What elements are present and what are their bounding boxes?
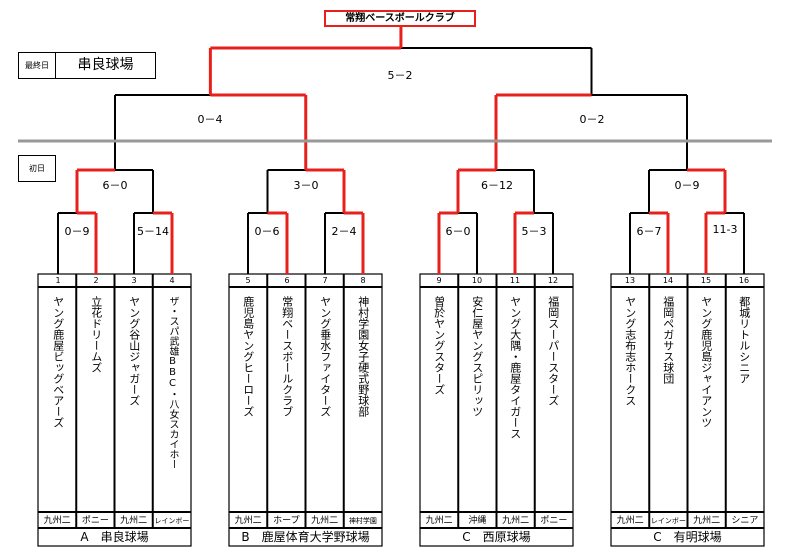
score-semi-right: 0－2 (579, 113, 605, 126)
team-number-12: 12 (547, 276, 559, 285)
score-r1-3: 0－6 (254, 225, 280, 238)
team-name-4: ザ・スパ武雄BBC・八女スカイホー (167, 296, 178, 469)
team-name-1: ヤング鹿屋ビッグベアーズ (51, 296, 65, 428)
score-qf-d: 0－9 (674, 179, 700, 192)
team-number-11: 11 (509, 276, 521, 285)
venue-a: A 串良球場 (80, 530, 149, 544)
team-name-6: 常翔ベースボールクラブ (280, 296, 294, 417)
score-qf-c: 6－12 (481, 179, 513, 192)
team-league-2: ポニー (81, 516, 109, 526)
team-number-15: 15 (700, 276, 712, 285)
team-number-1: 1 (55, 276, 61, 285)
score-final: 5－2 (387, 69, 413, 82)
team-number-14: 14 (662, 276, 674, 285)
team-name-13: ヤング志布志ホークス (623, 296, 637, 406)
final-day-venue: 串良球場 (55, 52, 156, 79)
champion-box: 常翔ベースボールクラブ (324, 10, 476, 27)
team-number-10: 10 (471, 276, 483, 285)
score-r1-7: 6－7 (636, 225, 662, 238)
team-league-6: ホープ (273, 516, 300, 526)
team-league-13: 九州二 (616, 516, 644, 526)
score-r1-8: 11-3 (712, 223, 738, 236)
team-name-12: 福岡スーパースターズ (546, 296, 560, 406)
team-name-15: ヤング鹿児島ジャイアンツ (699, 296, 713, 428)
team-number-9: 9 (436, 276, 442, 285)
team-name-8: 神村学園女子硬式野球部 (356, 296, 370, 417)
team-league-5: 九州二 (234, 516, 262, 526)
team-league-10: 沖縄 (468, 516, 487, 526)
team-league-12: ポニー (540, 516, 568, 526)
team-number-2: 2 (93, 276, 99, 285)
team-league-8: 神村学園 (348, 517, 377, 525)
team-number-16: 16 (738, 276, 750, 285)
team-name-16: 都城リトルシニア (737, 296, 751, 384)
team-league-3: 九州二 (120, 516, 148, 526)
team-number-4: 4 (169, 276, 175, 285)
team-name-11: ヤング大隅・鹿屋タイガース (508, 296, 522, 439)
score-r1-5: 6－0 (445, 225, 471, 238)
team-league-16: シニア (731, 516, 759, 526)
venue-c-ariake: C 有明球場 (653, 530, 722, 544)
score-semi-left: 0－4 (197, 113, 223, 126)
team-league-9: 九州二 (425, 516, 453, 526)
team-name-5: 鹿児島ヤングヒーローズ (241, 296, 255, 417)
team-number-8: 8 (360, 276, 366, 285)
team-name-9: 曽於ヤングスターズ (432, 296, 446, 395)
score-qf-a: 6－0 (102, 179, 128, 192)
score-r1-1: 0－9 (64, 225, 90, 238)
team-number-3: 3 (131, 276, 137, 285)
team-number-13: 13 (624, 276, 636, 285)
final-day-label: 最終日 (18, 52, 56, 79)
team-league-14: レインボー (650, 517, 686, 525)
team-number-5: 5 (245, 276, 251, 285)
team-league-15: 九州二 (693, 516, 721, 526)
score-r1-2: 5－14 (137, 225, 169, 238)
score-r1-6: 5－3 (521, 225, 547, 238)
team-league-4: レインボー (154, 517, 190, 525)
team-number-6: 6 (284, 276, 290, 285)
team-name-2: 立花ドリームズ (89, 296, 103, 373)
score-qf-b: 3－0 (293, 179, 319, 192)
team-name-14: 福岡ペガサス球団 (661, 296, 675, 384)
team-league-11: 九州二 (502, 516, 530, 526)
team-name-10: 安仁屋ヤングスピリッツ (470, 296, 484, 417)
venue-b: B 鹿屋体育大学野球場 (241, 530, 370, 544)
team-name-3: ヤング谷山ジャガーズ (127, 296, 141, 406)
team-league-1: 九州二 (43, 516, 71, 526)
team-number-7: 7 (322, 276, 328, 285)
first-day-label: 初日 (18, 155, 56, 182)
score-r1-4: 2－4 (331, 225, 357, 238)
team-league-7: 九州二 (311, 516, 339, 526)
venue-c-nishihara: C 西原球場 (462, 530, 531, 544)
team-name-7: ヤング垂水ファイターズ (318, 296, 332, 417)
